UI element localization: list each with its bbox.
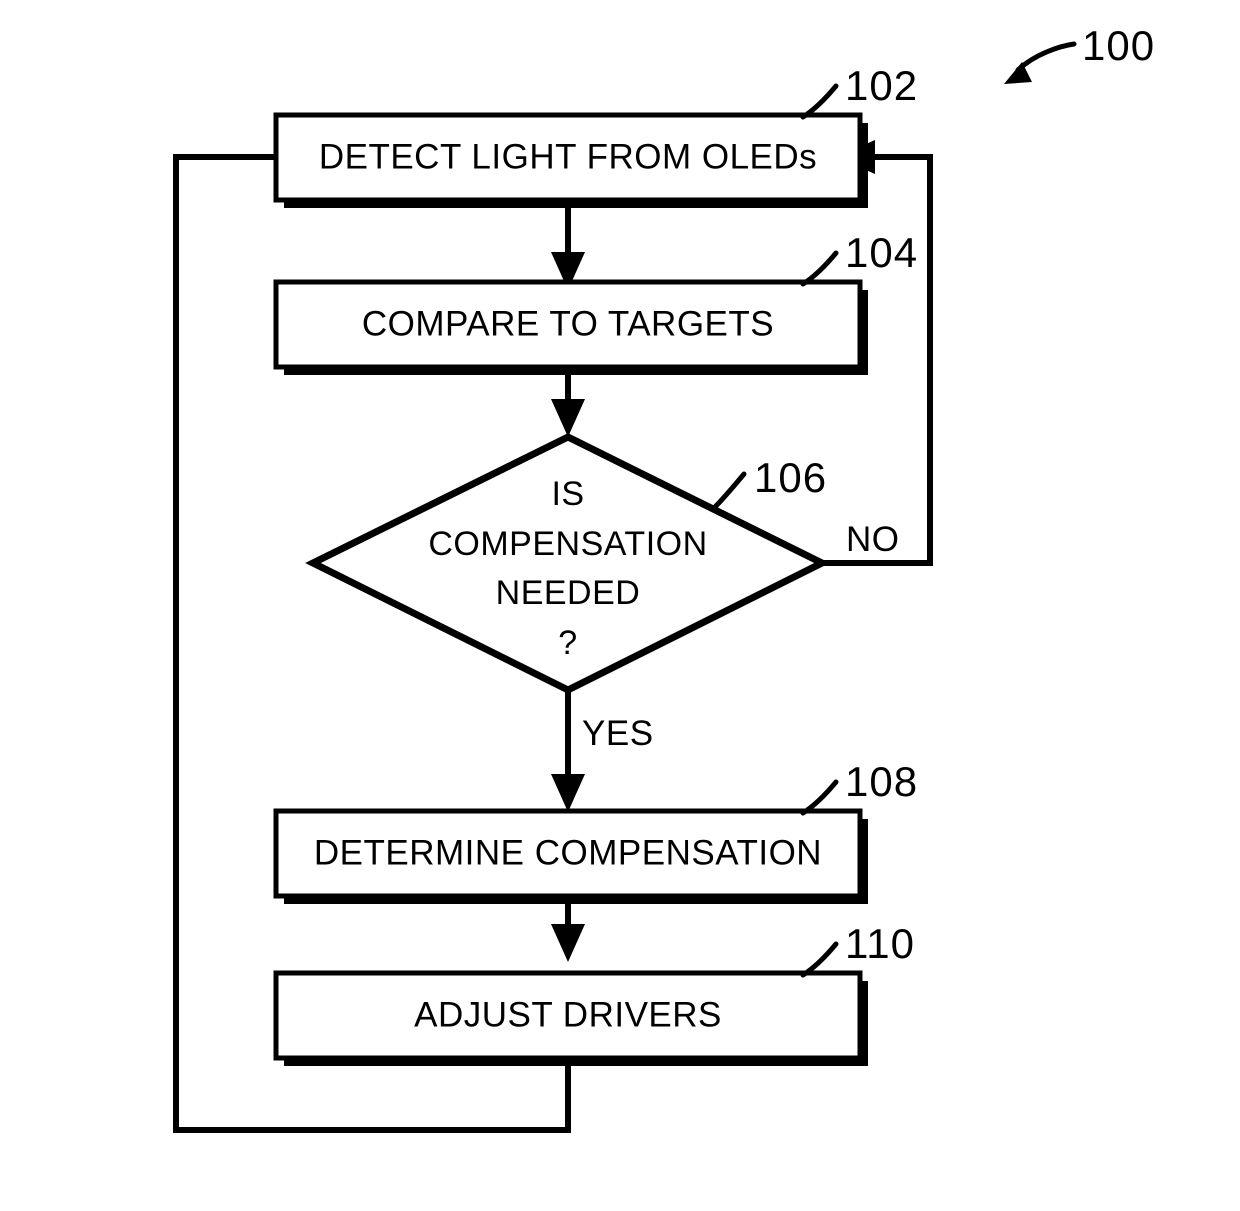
node-102-ref: 102 — [800, 62, 918, 120]
figure-ref-arrowhead — [1004, 62, 1032, 84]
node-110-ref-label: 110 — [845, 920, 915, 967]
node-102-detect-light-from-oleds[interactable]: DETECT LIGHT FROM OLEDs — [273, 112, 868, 208]
node-106-label-line-4: ? — [558, 624, 577, 662]
node-106-ref-label: 106 — [754, 454, 827, 501]
figure-ref-label: 100 — [1082, 22, 1155, 69]
node-106-label-line-3: NEEDED — [496, 574, 641, 612]
connector-106-to-108 — [551, 690, 585, 812]
node-110-ref: 110 — [800, 920, 915, 978]
node-108-determine-compensation[interactable]: DETERMINE COMPENSATION — [273, 808, 868, 904]
node-110-adjust-drivers[interactable]: ADJUST DRIVERS — [273, 970, 868, 1066]
connector-108-to-110-arrowhead — [551, 924, 585, 962]
node-104-ref-label: 104 — [845, 229, 918, 276]
node-108-label: DETERMINE COMPENSATION — [314, 833, 822, 872]
node-106-label-line-1: IS — [551, 475, 584, 513]
node-108-ref: 108 — [800, 758, 918, 816]
connector-104-to-106 — [551, 367, 585, 437]
node-102-label: DETECT LIGHT FROM OLEDs — [319, 137, 817, 176]
connector-102-to-104 — [551, 200, 585, 290]
figure-ref-leader — [1015, 41, 1077, 73]
node-106-label-line-2: COMPENSATION — [428, 525, 707, 563]
node-102-ref-label: 102 — [845, 62, 918, 109]
node-104-compare-to-targets[interactable]: COMPARE TO TARGETS — [273, 279, 868, 375]
node-104-label: COMPARE TO TARGETS — [362, 304, 774, 343]
connector-108-to-110 — [551, 896, 585, 962]
connector-104-to-106-arrowhead — [551, 399, 585, 437]
figure-ref-100: 100 — [1004, 22, 1155, 84]
node-106-ref: 106 — [711, 454, 827, 511]
branch-label-no: NO — [846, 520, 900, 559]
node-108-ref-label: 108 — [845, 758, 918, 805]
connector-106-to-108-arrowhead — [551, 774, 585, 812]
connector-102-to-104-arrowhead — [551, 252, 585, 290]
node-106-is-compensation-needed[interactable]: IS COMPENSATION NEEDED ? — [305, 433, 830, 694]
node-104-ref: 104 — [800, 229, 918, 287]
branch-label-yes: YES — [582, 714, 654, 753]
node-110-label: ADJUST DRIVERS — [414, 995, 722, 1034]
